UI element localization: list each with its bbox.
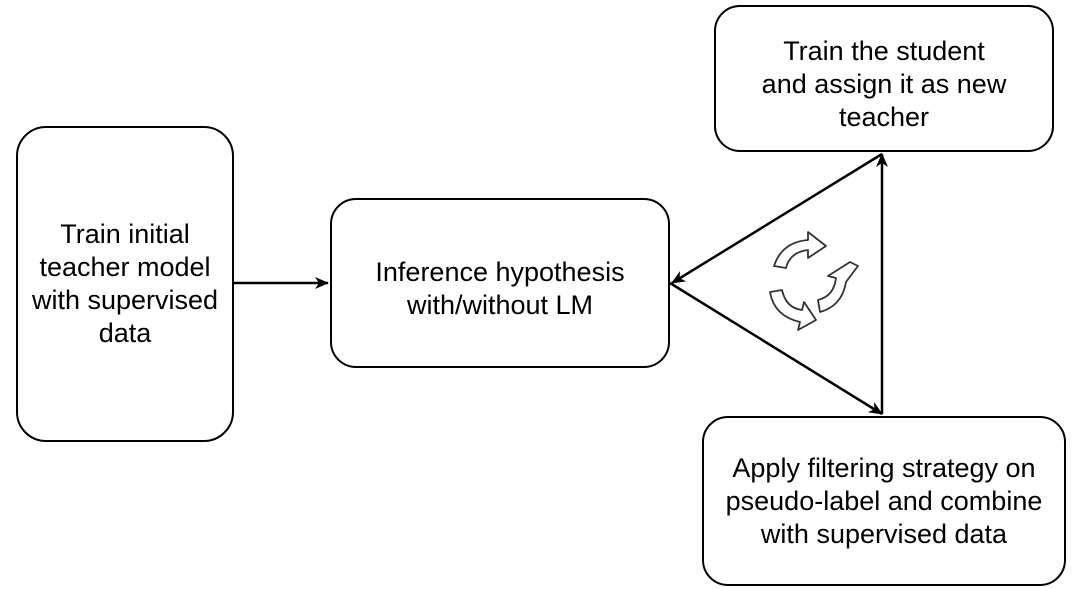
node-label-line: Apply filtering strategy on: [732, 452, 1036, 483]
node-label-line: Train initial: [60, 219, 190, 249]
node-label-line: with supervised: [31, 285, 219, 315]
apply-filtering-node: Apply filtering strategy on pseudo-label…: [702, 416, 1066, 586]
node-label-line: Train the student: [783, 36, 985, 66]
inference-hypothesis-node: Inference hypothesis with/without LM: [330, 198, 670, 368]
train-student-node: Train the student and assign it as new t…: [714, 5, 1054, 152]
node-label-line: teacher: [838, 102, 930, 132]
node-label-line: with supervised data: [760, 518, 1008, 549]
node-label-line: with/without LM: [406, 290, 594, 320]
node-label-line: Inference hypothesis: [375, 257, 625, 287]
node-label-line: and assign it as new: [761, 69, 1007, 99]
node-label-line: pseudo-label and combine: [725, 485, 1043, 516]
arrow-student-to-inference: [671, 152, 883, 285]
node-label-line: teacher model: [39, 252, 211, 282]
arrow-inference-to-filter: [669, 281, 883, 416]
refresh-cycle-icon: [769, 231, 859, 331]
node-label-line: data: [98, 318, 152, 348]
train-initial-teacher-node: Train initial teacher model with supervi…: [16, 126, 234, 442]
